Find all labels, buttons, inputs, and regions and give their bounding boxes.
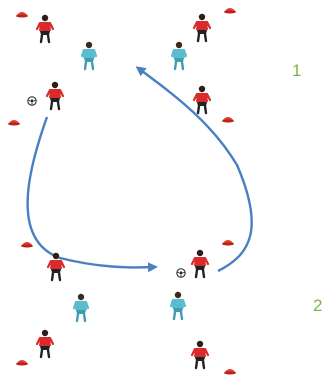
red-player-icon <box>194 14 210 41</box>
cone-icon <box>222 117 234 123</box>
cone-icon <box>224 369 236 375</box>
cyan-player-icon <box>74 294 88 321</box>
cone-icon <box>16 12 28 18</box>
red-player-icon <box>37 330 53 357</box>
red-player-icon <box>48 253 64 280</box>
red-player-icon <box>192 250 208 277</box>
red-player-icon <box>194 86 210 113</box>
cone-icon <box>21 242 33 248</box>
step-label-2: 2 <box>313 297 322 314</box>
pass-arrow-left <box>28 117 155 267</box>
red-player-icon <box>37 15 53 42</box>
cone-icon <box>222 240 234 246</box>
cyan-player-icon <box>82 42 96 69</box>
red-player-icon <box>47 82 63 109</box>
ball-icon <box>28 97 36 105</box>
red-player-icon <box>192 341 208 368</box>
cyan-player-icon <box>172 42 186 69</box>
cone-icon <box>224 8 236 14</box>
cone-icon <box>8 120 20 126</box>
cyan-player-icon <box>171 292 185 319</box>
ball-icon <box>177 269 185 277</box>
step-label-1: 1 <box>292 62 301 79</box>
cone-icon <box>16 360 28 366</box>
